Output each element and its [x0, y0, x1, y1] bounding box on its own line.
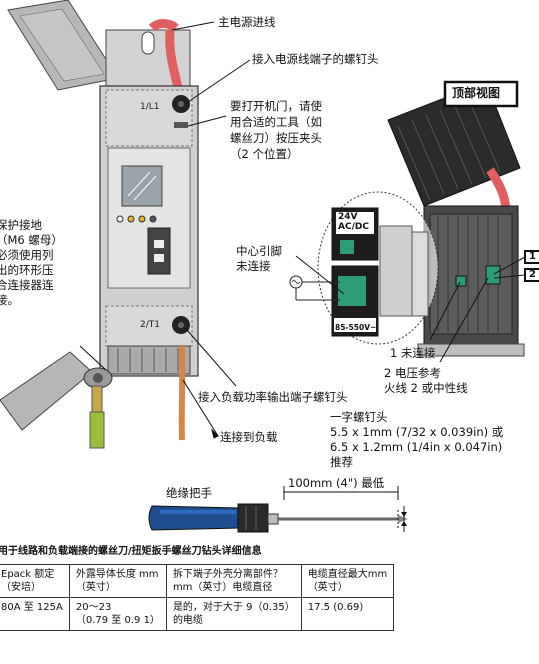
label-top-view: 顶部视图	[452, 86, 501, 100]
spec-table: Epack 额定 （安培） 外露导体长度 mm （英寸） 拆下端子外壳分离部件？…	[0, 564, 395, 631]
label-screwdriver-spec: 一字螺钉头 5.5 x 1mm (7/32 x 0.039in) 或 6.5 x…	[330, 410, 504, 469]
label-supply-upper: 24V AC/DC	[338, 212, 369, 232]
diagram-artwork	[0, 0, 539, 533]
display-window	[121, 165, 163, 207]
table-header-cell: Epack 额定 （安培）	[0, 564, 70, 598]
ground-lug	[93, 373, 103, 383]
table-cell: 17.5 (0.69)	[300, 597, 395, 631]
label-min-length: 100mm (4") 最低	[288, 476, 385, 490]
screwdriver-handle	[148, 505, 241, 531]
label-power-screw: 接入电源线端子的螺钉头	[252, 52, 379, 66]
label-open-door: 要打开机门，请使 用合适的工具（如 螺丝刀）按压夹头 （2 个位置）	[230, 99, 322, 161]
table-cell: 20～23 （0.79 至 0.9 1）	[68, 597, 167, 631]
label-load-screw: 接入负载功率输出端子螺钉头	[198, 390, 348, 404]
top-view-label-box	[443, 80, 519, 108]
label-to-load: 连接到负载	[220, 430, 278, 444]
callout-2: 2	[529, 269, 536, 280]
table-header-cell: 外露导体长度 mm （英寸）	[68, 564, 167, 598]
label-supply-lower: 85-550V~	[335, 323, 377, 332]
io-connector	[147, 227, 171, 275]
label-insulated-handle: 绝缘把手	[166, 486, 212, 500]
table-cell: 80A 至 125A	[0, 597, 70, 631]
table-header-row: Epack 额定 （安培） 外露导体长度 mm （英寸） 拆下端子外壳分离部件？…	[0, 564, 395, 598]
label-protective-earth: 保护接地 （M6 螺母） 必须使用列 出的环形压 合连接器连 接。	[0, 218, 63, 307]
leader-lines	[79, 21, 526, 439]
table-header-cell: 拆下端子外壳分离部件？ mm（英寸）电缆直径	[165, 564, 302, 598]
front-view-unit	[0, 0, 199, 449]
table-header-cell: 电缆直径最大mm （英寸）	[300, 564, 395, 598]
voltage-ref-connector	[485, 265, 501, 285]
table-row: 80A 至 125A 20～23 （0.79 至 0.9 1） 是的，对于大于 …	[0, 597, 395, 631]
label-main-power: 主电源进线	[218, 15, 276, 29]
label-terminal-top: 1/L1	[140, 102, 160, 112]
label-center-pin: 中心引脚 未连接	[236, 244, 282, 273]
top-view-unit	[289, 80, 539, 357]
callout-1: 1	[529, 251, 536, 262]
label-terminal-bottom: 2/T1	[140, 320, 160, 330]
table-caption: 用于线路和负载端接的螺丝刀/扭矩扳手螺丝刀钻头详细信息	[0, 546, 262, 557]
bottom-cover-flap	[0, 351, 93, 431]
table-cell: 是的，对于大于 9（0.35） 的电缆	[165, 597, 302, 631]
label-voltage-ref: 2 电压参考 火线 2 或中性线	[384, 366, 468, 395]
load-cable	[178, 345, 186, 441]
screwdriver	[148, 486, 408, 533]
label-not-connected: 1 未连接	[390, 346, 436, 360]
